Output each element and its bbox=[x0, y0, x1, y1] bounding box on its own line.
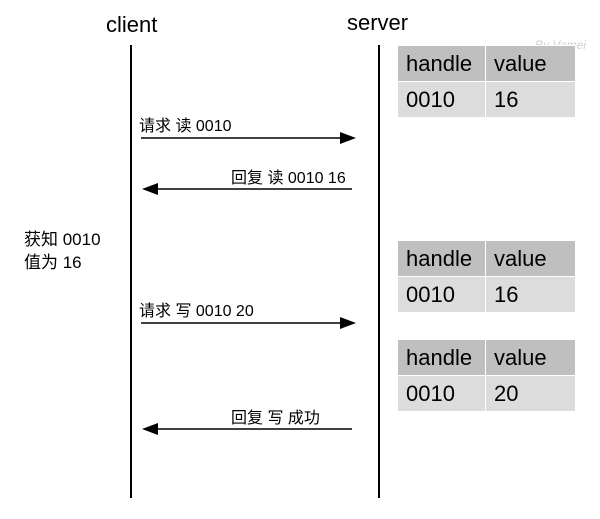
table-cell-value: 20 bbox=[485, 375, 576, 412]
table-cell-handle: 0010 bbox=[397, 81, 486, 118]
server-title: server bbox=[347, 10, 409, 35]
state-table-2: handle value 0010 16 bbox=[397, 240, 576, 313]
client-title: client bbox=[106, 12, 158, 37]
message-3-label: 请求 写 0010 20 bbox=[139, 303, 254, 320]
client-note: 获知 0010 值为 16 bbox=[24, 228, 101, 274]
arrow-3 bbox=[141, 317, 356, 329]
table-header-value: value bbox=[485, 339, 576, 376]
table-header-value: value bbox=[485, 240, 576, 277]
state-table-1: handle value 0010 16 bbox=[397, 45, 576, 118]
client-note-line-2: 值为 16 bbox=[24, 253, 82, 272]
table-header-handle: handle bbox=[397, 339, 486, 376]
message-4-label: 回复 写 成功 bbox=[231, 410, 320, 427]
table-header-value: value bbox=[485, 45, 576, 82]
table-header-handle: handle bbox=[397, 45, 486, 82]
client-lifeline bbox=[130, 45, 132, 498]
table-header-handle: handle bbox=[397, 240, 486, 277]
state-table-3: handle value 0010 20 bbox=[397, 339, 576, 412]
arrow-4 bbox=[142, 423, 352, 435]
table-cell-value: 16 bbox=[485, 81, 576, 118]
message-1-label: 请求 读 0010 bbox=[139, 118, 232, 135]
message-2-label: 回复 读 0010 16 bbox=[231, 170, 346, 187]
table-cell-value: 16 bbox=[485, 276, 576, 313]
table-cell-handle: 0010 bbox=[397, 375, 486, 412]
table-cell-handle: 0010 bbox=[397, 276, 486, 313]
arrow-2 bbox=[142, 183, 352, 195]
server-lifeline bbox=[378, 45, 380, 498]
arrow-1 bbox=[141, 132, 356, 144]
client-note-line-1: 获知 0010 bbox=[24, 230, 101, 249]
